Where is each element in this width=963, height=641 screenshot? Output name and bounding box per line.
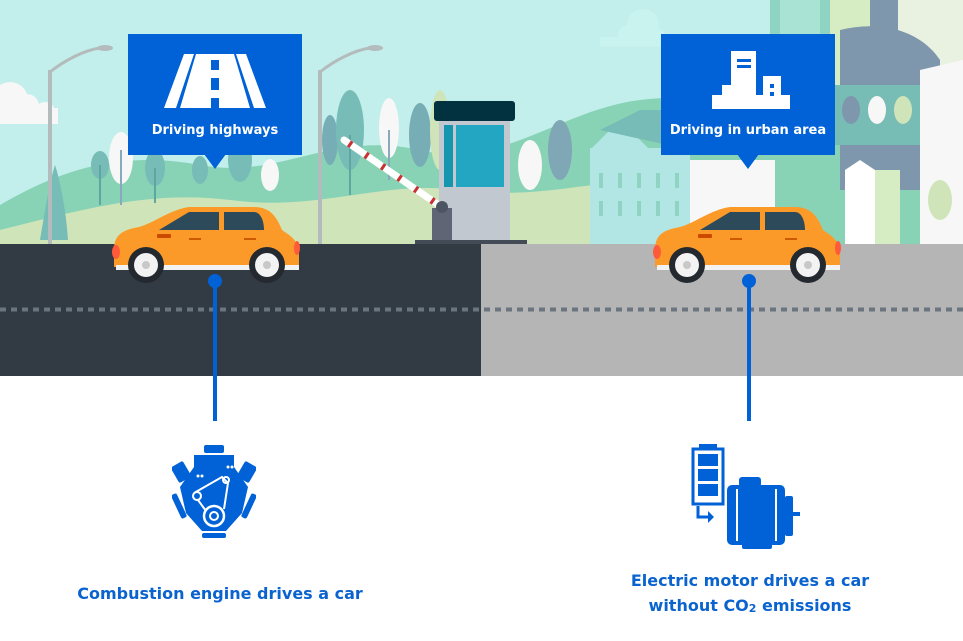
caption-electric-motor: Electric motor drives a car without CO2 … [590,568,910,620]
cloud-left [0,82,58,124]
connector-pin-urban [742,274,756,376]
highway-road-icon [164,54,266,108]
caption-line-2: without CO2 emissions [590,593,910,620]
callout-driving-urban-area: Driving in urban area [661,34,835,169]
combustion-engine-icon [172,445,256,538]
caption-line-2-prefix: without CO [648,596,749,615]
callout-tail [204,154,226,169]
connector-line-urban [747,376,751,421]
caption-line-2-suffix: emissions [756,596,852,615]
callout-label: Driving highways [151,123,279,138]
street-lamp-left [48,45,113,245]
toll-booth [415,101,527,245]
city-windows [599,173,679,216]
connector-pin-highway [208,274,222,376]
callout-label: Driving in urban area [669,123,827,138]
caption-line-1: Electric motor drives a car [630,571,870,590]
co2-subscript: 2 [748,602,757,615]
caption-combustion-engine: Combustion engine drives a car [40,581,400,606]
callout-tail [737,154,759,169]
connector-line-highway [213,376,217,421]
cloud-right [600,9,666,47]
toll-barrier-arm [340,136,448,213]
caption-text: Combustion engine drives a car [77,584,363,603]
battery-electric-motor-icon [691,444,800,549]
street-lamp-mid [318,45,383,245]
city-buildings-icon [712,51,790,109]
callout-driving-highways: Driving highways [128,34,302,169]
